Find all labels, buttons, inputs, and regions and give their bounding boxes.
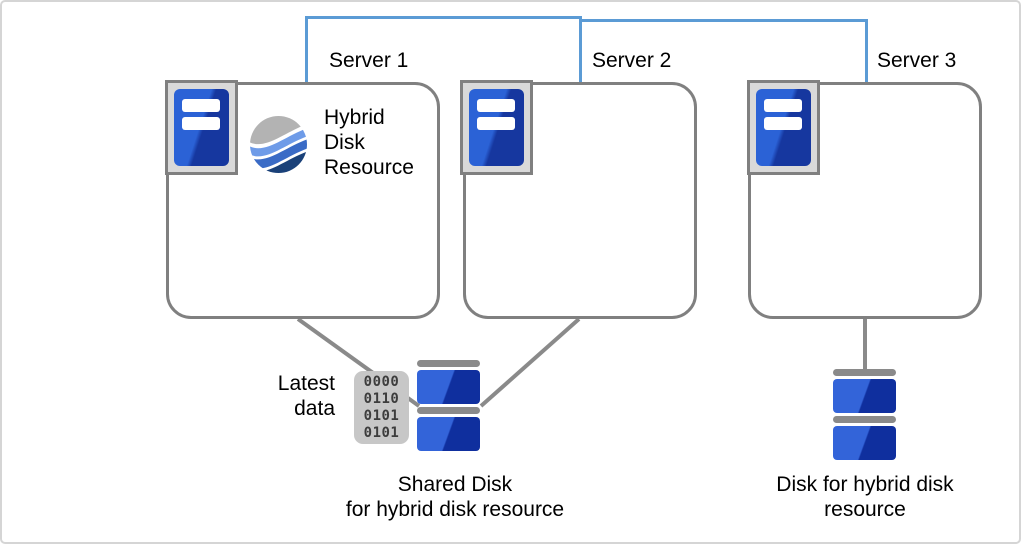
disk-platter: [417, 370, 480, 404]
hybrid-resource-label-line: Hybrid: [324, 106, 385, 129]
server-tower-slot: [182, 117, 220, 130]
server-tower-body: [469, 89, 524, 166]
shared-disk-icon: [417, 360, 480, 454]
hybrid-resource-label-line: Resource: [324, 156, 414, 179]
binary-data-icon: 0000 0110 0101 0101: [354, 371, 409, 444]
disk-platter: [833, 426, 896, 460]
server-tower-body: [174, 89, 229, 166]
link-server2-shared-disk: [479, 317, 581, 408]
latest-data-label-line: Latest: [277, 372, 335, 395]
binary-row: 0110: [363, 390, 400, 407]
disk-cap: [833, 369, 896, 376]
shared-disk-label-line: for hybrid disk resource: [345, 498, 565, 521]
hybrid-disk-resource-label: Hybrid Disk Resource: [324, 105, 414, 180]
server1-box: [166, 82, 440, 319]
hybrid-disk-resource-icon: [250, 116, 307, 173]
hybrid-resource-label-line: Disk: [324, 131, 365, 154]
shared-disk-label: Shared Disk for hybrid disk resource: [305, 472, 605, 522]
server-tower-icon: [747, 80, 820, 175]
server-tower-icon: [165, 80, 238, 175]
server-tower-slot: [764, 99, 802, 112]
server-tower-body: [756, 89, 811, 166]
server3-label: Server 3: [877, 49, 957, 72]
server2-label: Server 2: [592, 49, 672, 72]
disk-cap: [417, 360, 480, 367]
disk-platter: [417, 417, 480, 451]
server-tower-slot: [764, 117, 802, 130]
server1-label: Server 1: [329, 49, 409, 72]
hybrid-disk-label: Disk for hybrid disk resource: [715, 472, 1015, 522]
binary-row: 0101: [363, 424, 400, 441]
disk-cap: [833, 416, 896, 423]
latest-data-label-line: data: [294, 397, 335, 420]
server-tower-slot: [182, 99, 220, 112]
binary-row: 0101: [363, 407, 400, 424]
hybrid-disk-icon: [833, 369, 896, 463]
hybrid-disk-label-line: Disk for hybrid disk: [776, 473, 954, 496]
disk-cap: [417, 407, 480, 414]
latest-data-label: Latest data: [235, 371, 335, 421]
binary-row: 0000: [363, 373, 400, 390]
shared-disk-label-line: Shared Disk: [397, 473, 513, 496]
server-tower-slot: [477, 99, 515, 112]
disk-platter: [833, 379, 896, 413]
server-tower-icon: [460, 80, 533, 175]
server-tower-slot: [477, 117, 515, 130]
hybrid-disk-label-line: resource: [824, 498, 906, 521]
